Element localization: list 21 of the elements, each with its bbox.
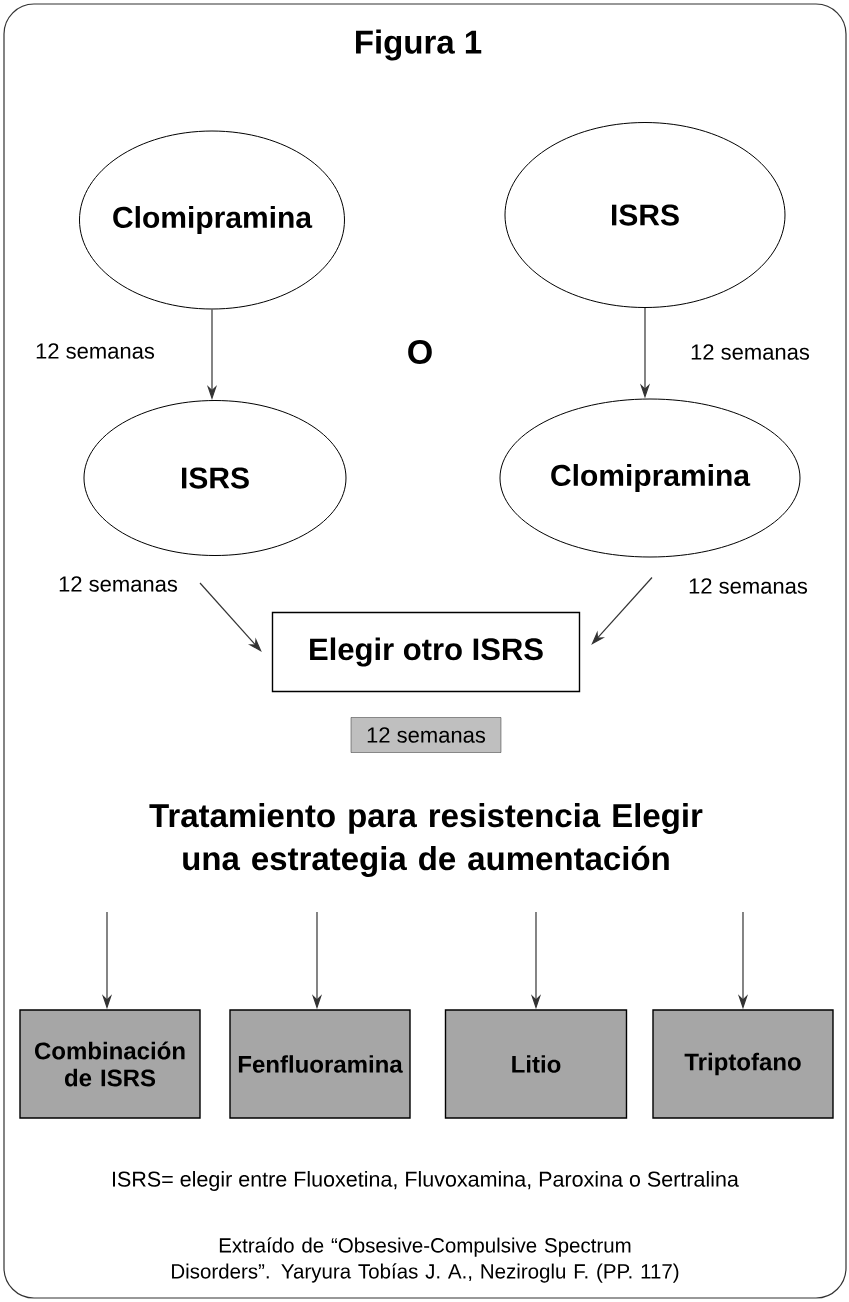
strategy-box: Triptofano (652, 1009, 834, 1119)
figure-title: Figura 1 (356, 29, 482, 61)
edge-label: 12 semanas (57, 575, 179, 593)
or-label: O (408, 339, 432, 365)
edge-label: 12 semanas (689, 343, 811, 361)
ellipse-node: ISRS (83, 400, 347, 556)
arrow (591, 576, 653, 645)
footnote: ISRS= elegir entre Fluoxetina, Fluvoxamina, Paroxina o Sertralina (113, 1171, 739, 1192)
duration-box: 12 semanas (350, 717, 502, 753)
process-box: Elegir otro ISRS (271, 611, 581, 693)
ellipse-node: Clomipramina (499, 398, 801, 558)
strategy-box: Fenfluoramina (229, 1009, 411, 1119)
strategy-box: Combinación de ISRS (19, 1009, 201, 1119)
section-heading: Tratamiento para resistencia Elegir una estrategia de aumentación (149, 803, 703, 877)
strategy-box: Litio (444, 1009, 628, 1119)
arrow (199, 582, 262, 652)
ellipse-node: ISRS (504, 122, 786, 308)
source-note: Extraído de “Obsesive-Compulsive Spectrum Disorders”. Yaryura Tobías J. A., Neziroglu F. (PP. 117) (172, 1237, 679, 1283)
edge-label: 12 semanas (687, 577, 809, 595)
ellipse-node: Clomipramina (79, 130, 345, 310)
edge-label: 12 semanas (34, 342, 156, 360)
